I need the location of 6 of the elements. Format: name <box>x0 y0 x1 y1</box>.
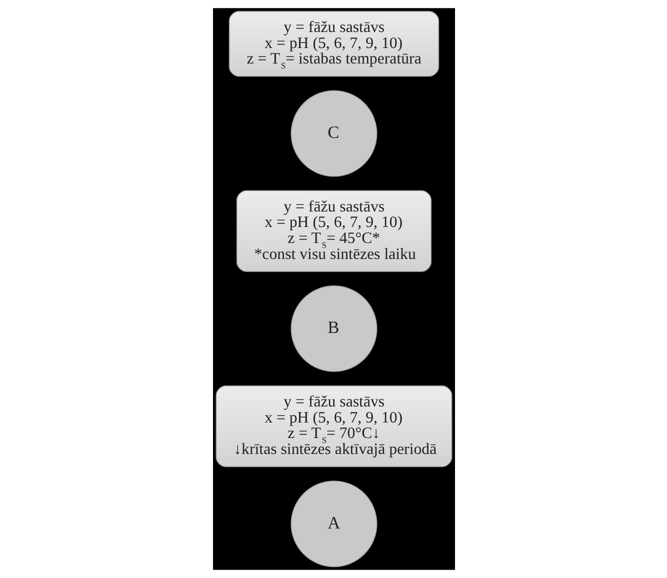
node-circle: A <box>290 480 377 568</box>
node-circle: B <box>290 285 377 372</box>
node-box: y = fāžu sastāvs x = pH (5, 6, 7, 9, 10) z = T$_{S}$= 70°C↓ ↓krītas sintēzes aktīvajā periodā <box>215 385 452 468</box>
node-circle: C <box>290 90 377 177</box>
node-box: y = fāžu sastāvs x = pH (5, 6, 7, 9, 10) z = T$_{S}$= 45°C* *const visu sintēzes laiku <box>236 190 432 272</box>
node-box: y = fāžu sastāvs x = pH (5, 6, 7, 9, 10) z = T$_{S}$= istabas temperatūra <box>228 10 439 77</box>
